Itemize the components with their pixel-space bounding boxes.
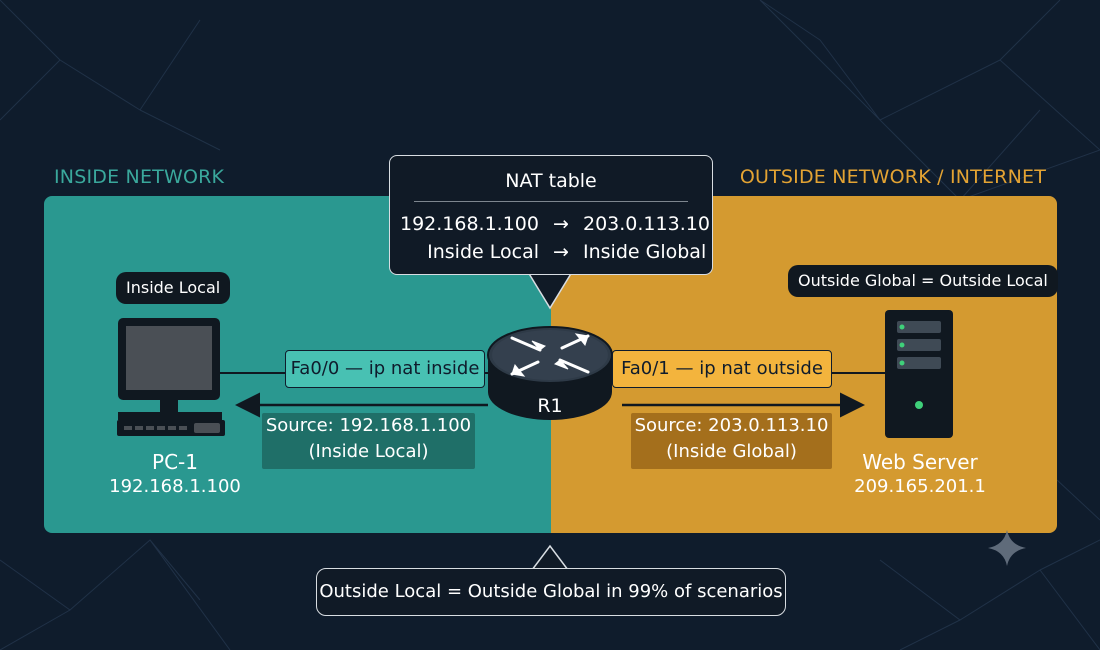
nat-table-title: NAT table <box>505 170 597 192</box>
sparkle-icon <box>988 530 1026 566</box>
pc-ip: 192.168.1.100 <box>109 476 241 497</box>
nat-table-row: 192.168.1.100 → 203.0.113.10 <box>390 213 712 235</box>
pc-name: PC-1 <box>152 450 198 474</box>
inside-network-title: INSIDE NETWORK <box>54 166 225 188</box>
packet-source-inside-type: (Inside Local) <box>308 441 429 462</box>
router-name: R1 <box>537 395 563 417</box>
interface-fa00-label: Fa0/0 — ip nat inside <box>285 350 485 388</box>
packet-source-outside-type: (Inside Global) <box>666 441 797 462</box>
nat-table-callout: NAT table 192.168.1.100 → 203.0.113.10 Ins… <box>389 155 713 275</box>
nat-table-row: Inside Local → Inside Global <box>390 241 712 263</box>
packet-source-inside-ip: Source: 192.168.1.100 <box>265 415 472 436</box>
packet-source-inside: Source: 192.168.1.100 (Inside Local) <box>262 413 475 469</box>
outside-network-title: OUTSIDE NETWORK / INTERNET <box>739 166 1046 188</box>
pc-icon <box>117 318 225 436</box>
packet-source-outside-ip: Source: 203.0.113.10 <box>634 415 829 436</box>
router-icon <box>487 326 613 420</box>
nat-callout-pointer <box>527 271 573 310</box>
footer-note: Outside Local = Outside Global in 99% of… <box>316 568 786 616</box>
nat-inside-global-label: Inside Global <box>583 241 707 263</box>
server-icon <box>885 310 953 438</box>
nat-table-divider <box>414 201 688 202</box>
server-name: Web Server <box>862 450 978 474</box>
outside-global-badge: Outside Global = Outside Local <box>788 265 1058 297</box>
nat-arrow: → <box>553 213 569 235</box>
nat-inside-global-ip: 203.0.113.10 <box>583 213 710 235</box>
nat-arrow: → <box>553 241 569 263</box>
nat-inside-local-ip: 192.168.1.100 <box>399 213 539 235</box>
interface-fa01-label: Fa0/1 — ip nat outside <box>612 350 832 388</box>
nat-inside-local-label: Inside Local <box>427 241 539 263</box>
packet-source-outside: Source: 203.0.113.10 (Inside Global) <box>631 413 832 469</box>
note-callout-pointer <box>531 544 569 571</box>
server-ip: 209.165.201.1 <box>854 476 986 497</box>
inside-local-badge: Inside Local <box>116 272 231 304</box>
